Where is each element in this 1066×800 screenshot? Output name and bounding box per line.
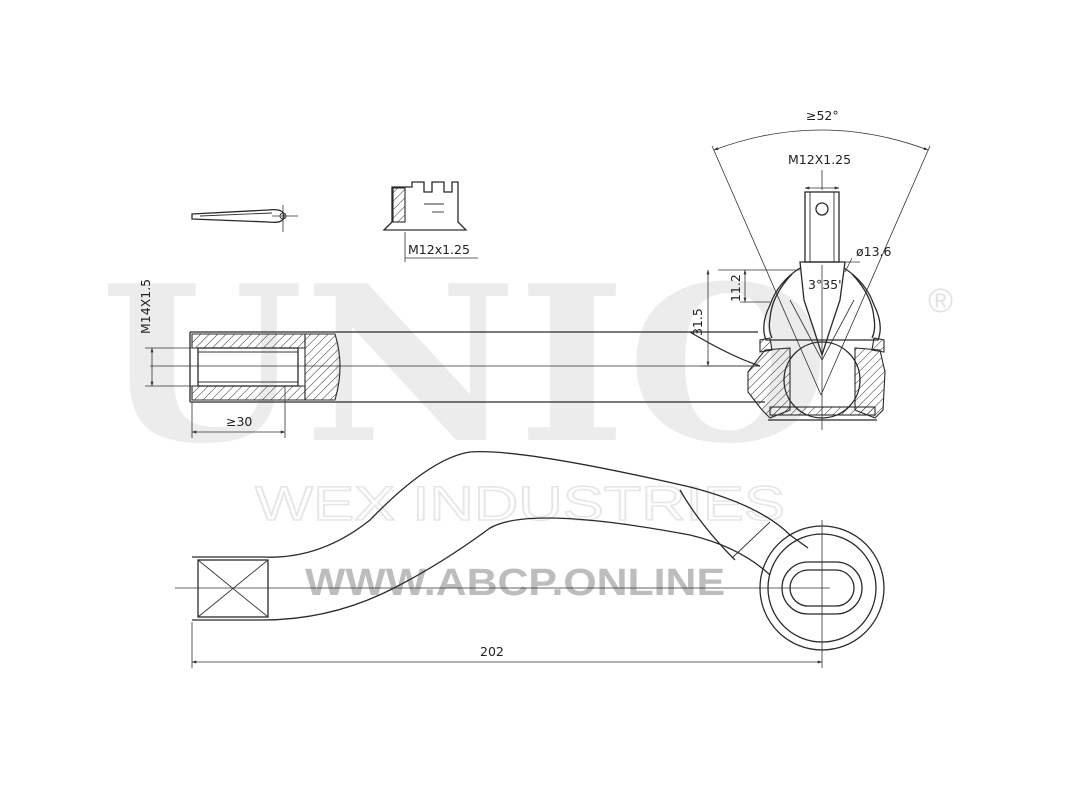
cotter-pin	[191, 205, 298, 232]
inner-thread-label: M14X1.5	[138, 279, 153, 334]
thread-depth-label: ≥30	[226, 414, 252, 429]
thread-depth-dimension: ≥30	[191, 386, 286, 438]
angle-dimension: ≥52°	[711, 108, 931, 396]
ball-diameter-label: ø13.6	[856, 244, 892, 259]
watermark-site: WWW.ABCP.ONLINE	[305, 562, 725, 604]
rod-body-side	[150, 331, 765, 403]
inner-thread-dimension: M14X1.5	[138, 279, 192, 387]
height-small-label: 11.2	[728, 274, 743, 302]
angle-label: ≥52°	[806, 108, 839, 123]
watermark-registered: ®	[928, 282, 953, 320]
ball-joint-housing: 3°35' ø13.6	[747, 244, 892, 430]
height-dimensions: 11.2 31.5	[690, 269, 800, 367]
stud-thread-label: M12X1.25	[788, 152, 851, 167]
total-length-dimension: 202	[191, 622, 823, 668]
castle-nut: M12x1.25	[382, 181, 478, 262]
nut-thread-label: M12x1.25	[408, 242, 470, 257]
watermark-company: WEX INDUSTRIES	[255, 478, 785, 531]
total-length-label: 202	[480, 644, 504, 659]
taper-angle-label: 3°35'	[808, 277, 842, 292]
rod-body-top	[175, 451, 885, 668]
height-large-label: 31.5	[690, 308, 705, 336]
